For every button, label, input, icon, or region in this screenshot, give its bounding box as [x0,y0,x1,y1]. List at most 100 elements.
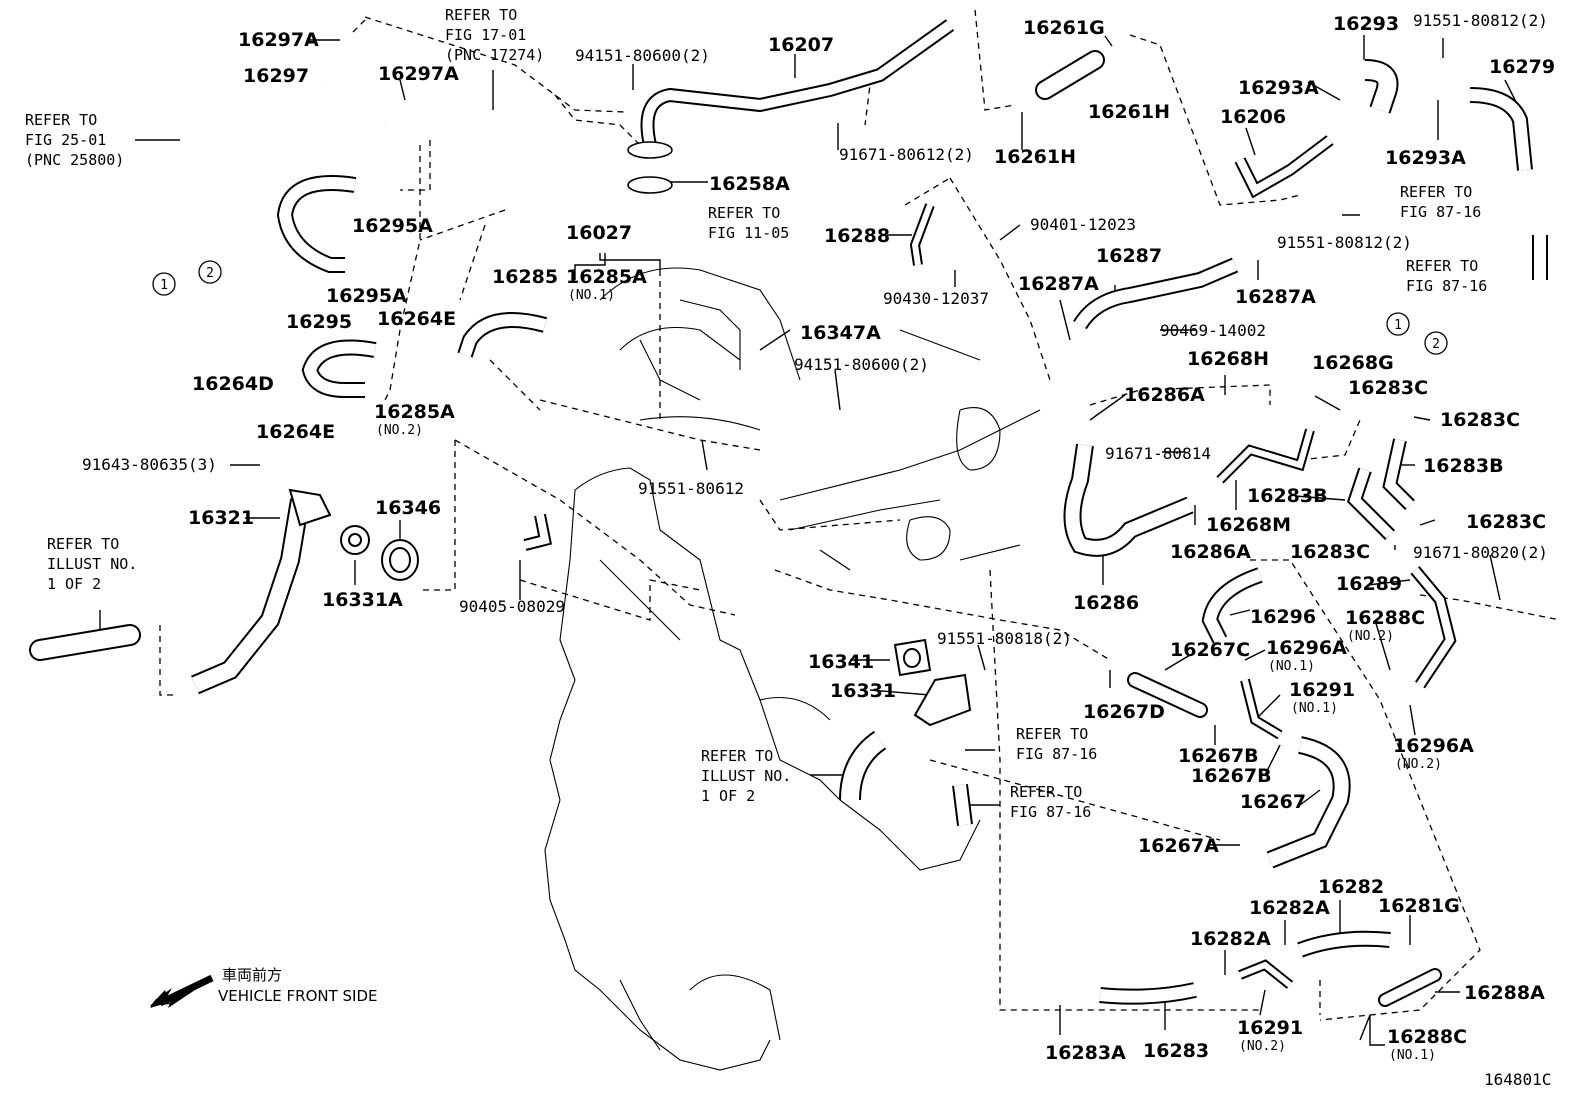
svg-text:1: 1 [160,278,168,293]
part-label: 16295A [352,215,433,237]
part-label: 16288C [1345,607,1425,629]
part-label: 91671-80814 [1105,444,1211,463]
thermostat-16331A [340,525,370,555]
reference-note-line: FIG 87-16 [1010,803,1091,821]
part-label: 16347A [800,322,881,344]
part-label: 16288A [1464,982,1545,1004]
part-label: 16331 [830,680,896,702]
reference-note-line: 1 OF 2 [701,787,755,805]
part-label: 16287A [1018,273,1099,295]
part-label: 16267 [1240,791,1306,813]
part-label: 16282 [1318,876,1384,898]
hose-16288 [909,203,935,266]
part-label: 16283C [1466,511,1546,533]
outlet-16331 [913,673,972,727]
part-label: 91671-80612(2) [839,145,974,164]
reference-note-line: REFER TO [708,204,780,222]
part-label: 91551-80812(2) [1277,233,1412,252]
part-label: 90401-12023 [1030,215,1136,234]
housing-16321 [191,488,332,695]
part-label: 16297A [378,63,459,85]
hose-16293 [1364,59,1399,114]
part-label: 91671-80820(2) [1413,543,1548,562]
part-label: 90469-14002 [1160,321,1266,340]
part-label: 16331A [322,589,403,611]
reference-note-line: REFER TO [445,6,517,24]
hose-16267 [1266,736,1351,869]
part-label: 16283B [1247,485,1328,507]
part-label: 16291 [1237,1017,1303,1039]
part-label: 16267A [1138,835,1219,857]
reference-note-line: FIG 87-16 [1016,745,1097,763]
pipe-16207 [627,19,955,194]
engine-outline [544,267,1041,1071]
circle-marker-1: 1 1 [152,272,1410,336]
hose-16285 [457,312,548,358]
reference-note-line: REFER TO [701,747,773,765]
part-label: 16267C [1170,639,1250,661]
hose-center-illust [839,730,887,801]
part-label: 16261H [1088,101,1170,123]
part-label: 90430-12037 [883,289,989,308]
part-label: 90405-08029 [459,597,565,616]
part-label: 94151-80600(2) [575,46,710,65]
part-label: 16268G [1312,352,1394,374]
hose-16296 [1201,567,1263,644]
part-label: 91643-80635(3) [82,455,217,474]
hose-16283 [1099,982,1197,1005]
part-label: 16288 [824,225,890,247]
hose-16261G [1035,50,1105,100]
part-label: 16293A [1385,147,1466,169]
reference-note-line: FIG 87-16 [1400,203,1481,221]
orientation-english: VEHICLE FRONT SIDE [218,987,378,1005]
vehicle-front-arrow-icon [150,974,214,1008]
hose-left-illust [29,624,141,661]
pipe-16206 [1234,135,1334,199]
part-label: 91551-80612 [638,479,744,498]
reference-note-line: REFER TO [47,535,119,553]
part-label-sub: (NO.2) [1395,757,1442,772]
part-label: 16283B [1423,455,1504,477]
hose-16283B [1346,438,1415,540]
part-label: 16296 [1250,606,1316,628]
svg-text:2: 2 [1432,337,1440,352]
reference-note-line: REFER TO [1400,183,1472,201]
fitting-90405 [523,513,553,551]
part-label: 16321 [188,507,254,529]
pipe-16289 [1410,566,1457,689]
pipe-16268M [1216,428,1315,484]
reference-note-line: (PNC 25800) [25,151,124,169]
part-label: 16267B [1191,765,1272,787]
hose-16297 [315,81,387,133]
part-label: 16293 [1333,13,1399,35]
part-label-sub: (NO.2) [376,423,423,438]
reference-note-line: ILLUST NO. [47,555,137,573]
part-label: 16295A [326,285,407,307]
reference-note-line: FIG 25-01 [25,131,106,149]
part-label: 16297 [243,65,309,87]
part-label: 16285A [566,266,647,288]
part-label: 16341 [808,651,874,673]
part-label: 16027 [566,222,632,244]
reference-note-line: FIG 17-01 [445,26,526,44]
part-label: 16264D [192,373,274,395]
reference-note-line: REFER TO [1016,725,1088,743]
hose-16267C [1127,672,1208,718]
part-label: 16268M [1206,514,1291,536]
hose-refer-center [952,784,973,826]
part-label: 16282A [1190,928,1271,950]
part-label: 16291 [1289,679,1355,701]
hose-16295 [276,175,357,273]
hose-16287 [1073,257,1239,330]
part-label-sub: (NO.1) [568,288,615,303]
part-label: 16296A [1266,637,1347,659]
reference-note-line: FIG 11-05 [708,224,789,242]
part-label: 16287A [1235,286,1316,308]
reference-note-line: REFER TO [1406,257,1478,275]
part-label: 16261H [994,146,1076,168]
part-label: 16207 [768,34,834,56]
pipe-16291-no1 [1240,678,1283,740]
reference-note-line: REFER TO [1010,783,1082,801]
